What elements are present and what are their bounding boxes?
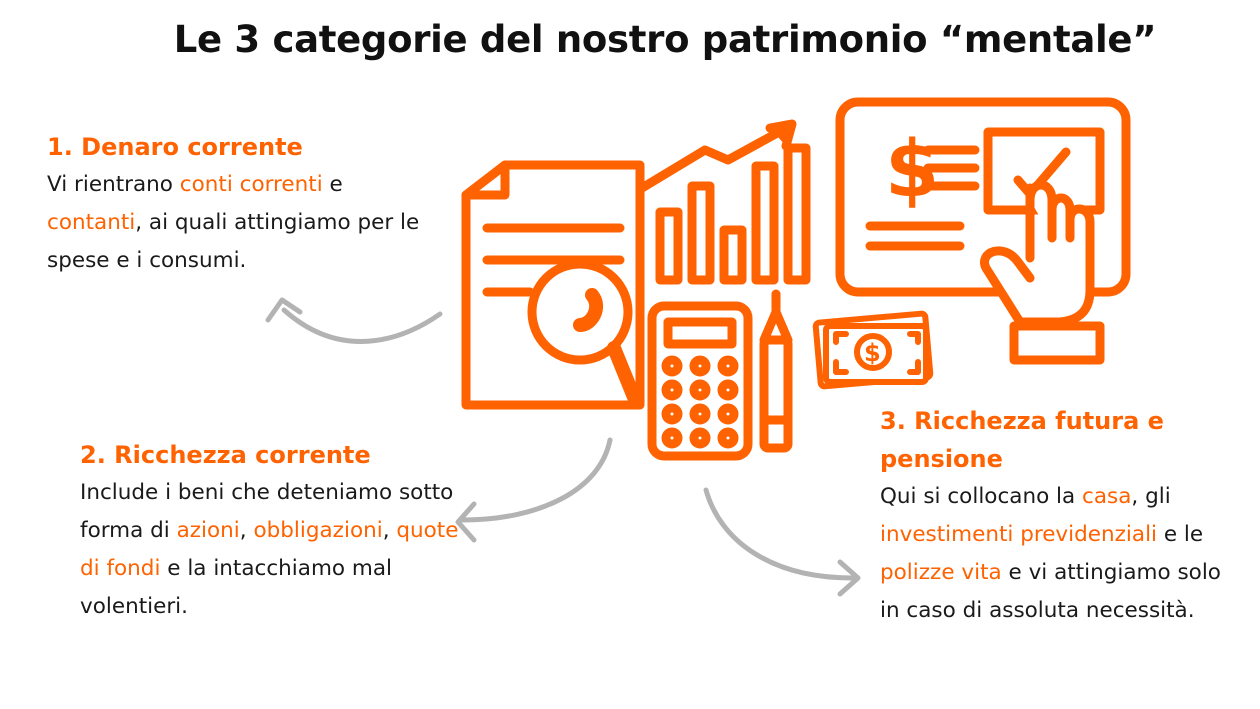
document-magnifier-icon (461, 160, 645, 410)
text-fragment: e la intacchiamo mal volentieri. (80, 556, 392, 619)
arrow-to-category-3 (703, 487, 861, 597)
category-2: 2. Ricchezza corrente Include i beni che… (80, 436, 480, 626)
highlight-obbligazioni: obbligazioni (253, 518, 383, 543)
category-1: 1. Denaro corrente Vi rientrano conti co… (47, 128, 437, 280)
text-fragment: , ai quali attingiamo per le spese e i c… (47, 210, 420, 273)
text-fragment: , (382, 518, 397, 543)
category-3-heading: 3. Ricchezza futura e pensione (880, 407, 1164, 473)
text-fragment: , gli (1131, 484, 1171, 509)
category-2-heading: 2. Ricchezza corrente (80, 441, 371, 469)
text-fragment: Include i beni che deteniamo sotto forma… (80, 480, 454, 543)
category-3-text: Qui si collocano la casa, gli investimen… (880, 478, 1240, 630)
svg-text:$: $ (864, 339, 881, 367)
banknote-icon: $ (812, 310, 934, 390)
highlight-quote-di-fondi: quote di fondi (80, 518, 459, 581)
highlight-investimenti-previdenziali: investimenti previdenziali (880, 522, 1158, 547)
bar-chart-growth-icon (637, 119, 811, 285)
text-fragment: , (239, 518, 254, 543)
category-1-text: Vi rientrano conti correnti e contanti, … (47, 166, 437, 280)
category-1-heading: 1. Denaro corrente (47, 133, 303, 161)
dollar-screen-hand-icon: $ (835, 97, 1131, 365)
arrow-to-category-1 (265, 297, 443, 344)
highlight-polizze-vita: polizze vita (880, 560, 1002, 585)
category-2-text: Include i beni che deteniamo sotto forma… (80, 474, 480, 626)
highlight-azioni: azioni (176, 518, 240, 543)
highlight-contanti: contanti (47, 210, 136, 235)
text-fragment: e vi attingiamo solo in caso di assoluta… (880, 560, 1221, 623)
highlight-conti-correnti: conti correnti (179, 172, 323, 197)
text-fragment: Qui si collocano la (880, 484, 1083, 509)
text-fragment: e le (1157, 522, 1204, 547)
text-fragment: Vi rientrano (47, 172, 180, 197)
text-fragment: e (322, 172, 343, 197)
arrow-to-category-2 (455, 437, 613, 543)
highlight-casa: casa (1082, 484, 1132, 509)
pen-icon (759, 289, 793, 453)
category-3: 3. Ricchezza futura e pensione Qui si co… (880, 402, 1240, 630)
page-title: Le 3 categorie del nostro patrimonio “me… (173, 18, 1157, 61)
calculator-icon (647, 301, 753, 461)
